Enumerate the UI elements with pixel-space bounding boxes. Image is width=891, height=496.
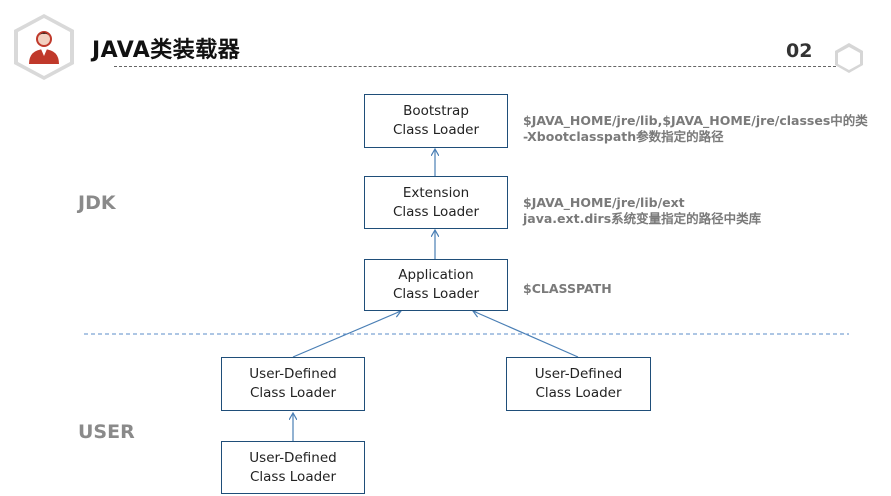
header-divider: [114, 66, 836, 67]
application-class-loader-box: Application Class Loader: [364, 259, 508, 311]
slide-number: 02: [786, 40, 813, 62]
box-label-line1: Extension: [402, 184, 470, 201]
box-label-line2: Class Loader: [392, 122, 480, 138]
box-label-line2: Class Loader: [392, 203, 480, 220]
box-label-line1: Bootstrap: [403, 103, 469, 119]
box-label-line1: User-Defined: [249, 366, 337, 382]
bootstrap-class-loader-box: Bootstrap Class Loader: [364, 94, 508, 148]
box-label-line2: Class Loader: [392, 286, 480, 302]
zone-label-jdk: JDK: [78, 192, 116, 214]
zone-label-user: USER: [78, 421, 135, 443]
extension-path-text: $JAVA_HOME/jre/lib/ext: [523, 195, 685, 210]
corner-hexagon-decoration: [835, 43, 863, 73]
user-avatar-icon: [29, 31, 59, 64]
box-label-line1: Application: [398, 267, 474, 283]
user-defined-class-loader-box-right: User-Defined Class Loader: [506, 357, 651, 411]
application-description: $CLASSPATH: [523, 281, 612, 296]
bootstrap-description: $JAVA_HOME/jre/lib,$JAVA_HOME/jre/classe…: [523, 113, 868, 145]
extension-class-loader-box: Extension Class Loader: [364, 176, 508, 229]
box-label-line1: User-Defined: [249, 449, 337, 466]
avatar-badge: [14, 14, 74, 80]
box-label-line2: Class Loader: [535, 385, 622, 401]
page-title: JAVA类装载器: [92, 38, 241, 63]
box-label-line2: Class Loader: [249, 385, 337, 401]
extension-description: $JAVA_HOME/jre/lib/ext java.ext.dirs系统变量…: [523, 195, 761, 227]
extension-property-text: java.ext.dirs系统变量指定的路径中类库: [523, 211, 762, 226]
bootstrap-path-text: $JAVA_HOME/jre/lib,$JAVA_HOME/jre/classe…: [523, 113, 868, 128]
box-label-line1: User-Defined: [534, 366, 623, 382]
bootstrap-option-text: -Xbootclasspath参数指定的路径: [523, 129, 724, 144]
user-defined-class-loader-box-bottom: User-Defined Class Loader: [221, 441, 365, 494]
user-defined-class-loader-box-left: User-Defined Class Loader: [221, 357, 365, 411]
box-label-line2: Class Loader: [249, 468, 337, 485]
